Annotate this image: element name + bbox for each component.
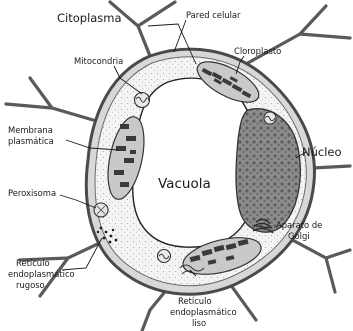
vacuole bbox=[133, 78, 253, 247]
label-rel-1: Retículo bbox=[178, 296, 212, 306]
label-aparato-1: Aparato de bbox=[276, 220, 322, 230]
label-rel-3: liso bbox=[192, 318, 206, 328]
label-membrana-2: plasmática bbox=[8, 136, 54, 146]
label-mitocondria: Mitocondria bbox=[74, 56, 123, 66]
label-aparato-2: Golgi bbox=[288, 231, 310, 241]
label-rer-2: endoplasmático bbox=[8, 269, 75, 279]
label-nucleo: Núcleo bbox=[302, 145, 342, 159]
label-rer-3: rugoso bbox=[16, 280, 45, 290]
mitochondrion-bottom bbox=[158, 250, 171, 263]
label-pared-celular: Pared celular bbox=[186, 10, 241, 20]
label-peroxisoma: Peroxisoma bbox=[8, 188, 56, 198]
label-cloroplasto: Cloroplasto bbox=[234, 46, 281, 56]
label-rer-1: Retículo bbox=[16, 258, 50, 268]
label-vacuola: Vacuola bbox=[158, 176, 211, 192]
label-citoplasma: Citoplasma bbox=[57, 11, 122, 25]
label-membrana-1: Membrana bbox=[8, 125, 53, 135]
label-rel-2: endoplasmático bbox=[170, 307, 237, 317]
peroxisome bbox=[94, 203, 108, 217]
mitochondrion-right bbox=[264, 112, 276, 124]
mitochondrion-top bbox=[135, 93, 150, 108]
